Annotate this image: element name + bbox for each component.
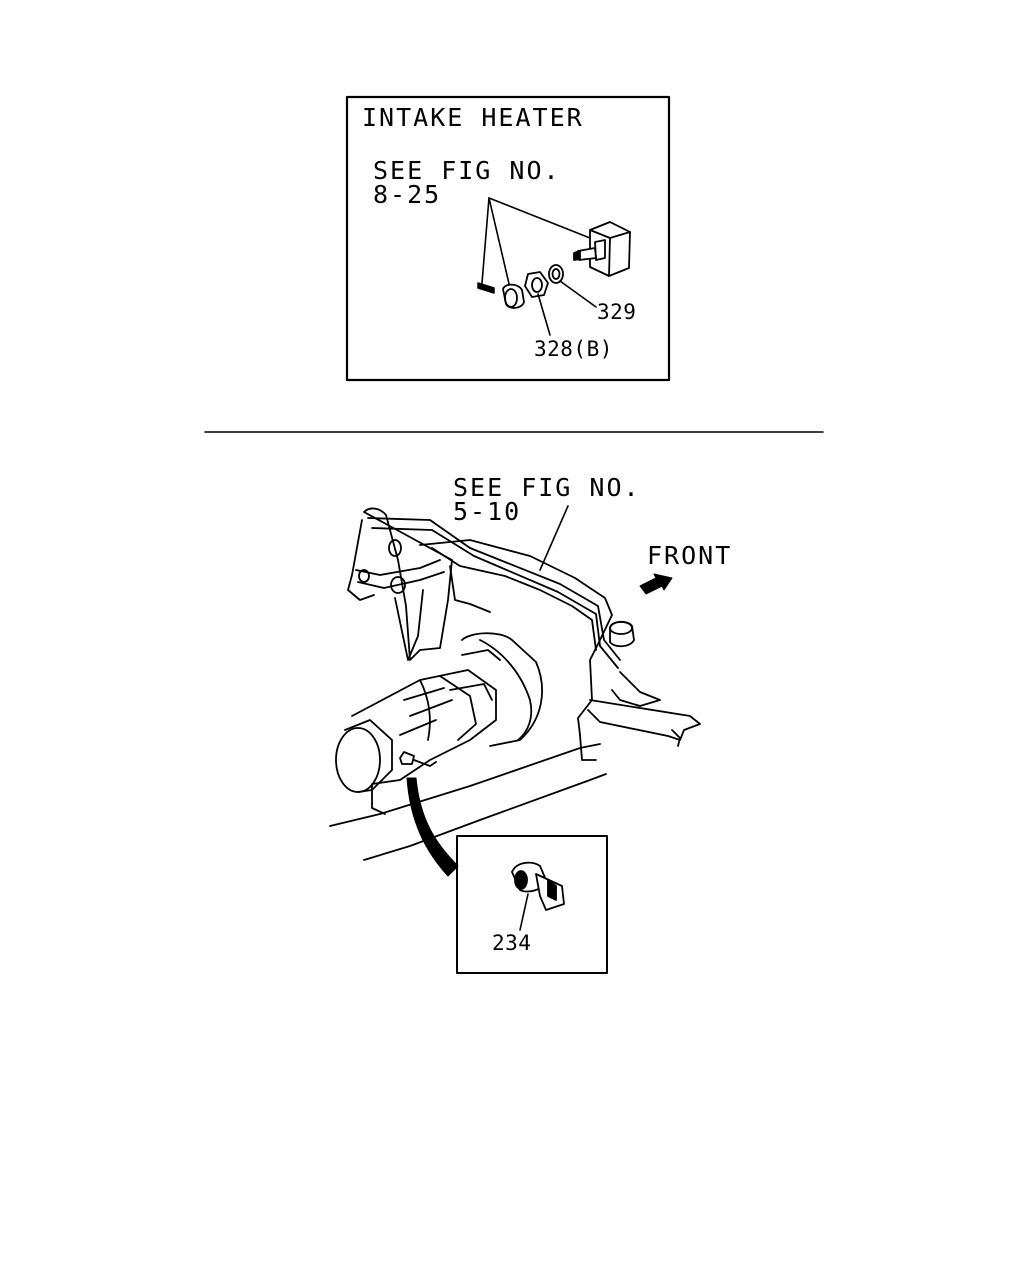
callout-328b: 328(B) [534, 337, 613, 361]
callout-234-leader [519, 893, 529, 931]
see-fig-ref-label: SEE FIG NO. [373, 156, 561, 185]
callout-328b-leader [537, 293, 551, 336]
small-screw-part [477, 282, 495, 294]
callout-234: 234 [492, 931, 532, 955]
heater-plug-part [502, 283, 525, 309]
main-see-fig-ref-label: SEE FIG NO. [453, 473, 641, 502]
frame-crossmember-drawing [329, 505, 701, 861]
fig-number-label: 8-25 [373, 180, 442, 209]
intake-heater-inset-frame [345, 95, 671, 382]
sensor-detail-inset-frame [456, 835, 608, 974]
callout-329-leader [559, 280, 597, 308]
callout-329: 329 [597, 300, 637, 324]
front-direction-arrow-icon [639, 573, 673, 595]
main-fig-number-label: 5-10 [453, 497, 522, 526]
front-direction-label: FRONT [647, 541, 733, 570]
nut-328b-part [524, 271, 549, 298]
washer-329-part [548, 264, 564, 284]
fig-8-25-leader [481, 197, 591, 289]
sensor-234-part [511, 861, 565, 911]
intake-heater-title: INTAKE HEATER [362, 103, 584, 132]
terminal-block-part [573, 221, 631, 277]
